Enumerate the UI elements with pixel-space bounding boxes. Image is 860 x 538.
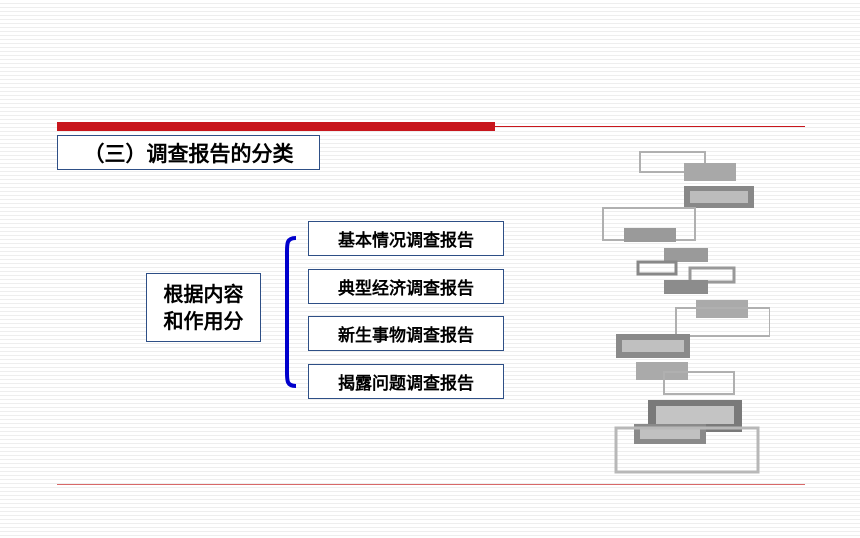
bottom-divider-line xyxy=(57,484,805,485)
item-box-expose: 揭露问题调查报告 xyxy=(308,364,504,399)
slide-title: （三）调查报告的分类 xyxy=(57,135,320,170)
top-divider-line xyxy=(495,126,805,127)
item-label: 基本情况调查报告 xyxy=(338,231,474,251)
grouping-brace-icon xyxy=(284,236,297,388)
category-line-2: 和作用分 xyxy=(163,308,244,333)
item-label: 典型经济调查报告 xyxy=(338,279,474,299)
slide-title-text: （三）调查报告的分类 xyxy=(83,141,294,166)
item-box-basic: 基本情况调查报告 xyxy=(308,221,504,256)
item-label: 揭露问题调查报告 xyxy=(338,374,474,394)
title-accent-bar xyxy=(57,122,495,131)
item-box-new: 新生事物调查报告 xyxy=(308,316,504,351)
item-box-typical: 典型经济调查报告 xyxy=(308,269,504,304)
decorative-blocks xyxy=(602,151,770,474)
category-box: 根据内容 和作用分 xyxy=(146,273,261,342)
item-label: 新生事物调查报告 xyxy=(338,326,474,346)
category-line-1: 根据内容 xyxy=(163,281,244,306)
